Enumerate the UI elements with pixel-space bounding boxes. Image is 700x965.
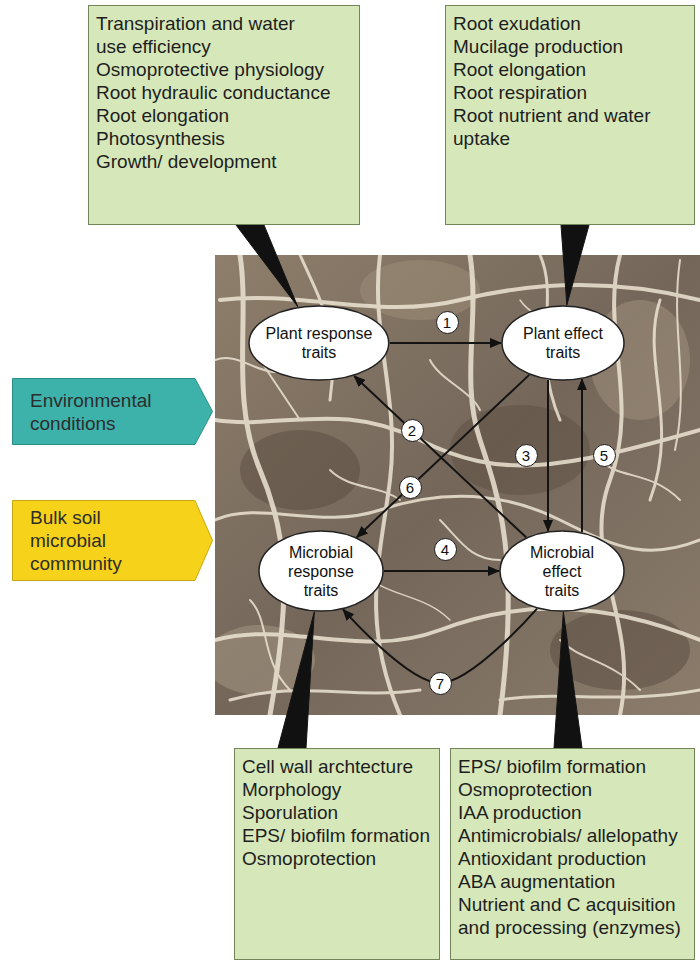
root-strand bbox=[430, 360, 480, 410]
callout-wedge bbox=[278, 612, 314, 748]
trait-item: Osmoprotective physiology bbox=[96, 58, 353, 81]
trait-item: Root elongation bbox=[453, 58, 688, 81]
trait-item: Transpiration and water use efficiency bbox=[96, 12, 311, 58]
trait-item: Root respiration bbox=[453, 81, 688, 104]
trait-item: ABA augmentation bbox=[458, 870, 688, 893]
trait-item: Nutrient and C acquisition and processin… bbox=[458, 893, 688, 939]
trait-item: Morphology bbox=[242, 778, 433, 801]
trait-item: Osmoprotection bbox=[242, 847, 433, 870]
callout-wedge bbox=[554, 612, 582, 748]
root-strand bbox=[230, 690, 420, 700]
root-strand bbox=[330, 470, 400, 500]
trait-item: IAA production bbox=[458, 801, 688, 824]
root-strand bbox=[600, 460, 680, 500]
trait-item: Growth/ development bbox=[96, 150, 353, 173]
arrow-shape bbox=[13, 379, 213, 445]
callout-number: 1 bbox=[436, 311, 459, 334]
trait-item: Root hydraulic conductance bbox=[96, 81, 353, 104]
arrow-connector bbox=[354, 376, 526, 537]
trait-ellipse: Microbial response traits bbox=[258, 530, 384, 612]
ellipse-outline bbox=[501, 305, 625, 381]
node-label: Plant response traits bbox=[261, 324, 376, 362]
root-strand bbox=[650, 300, 662, 500]
arrow-connector bbox=[384, 570, 499, 572]
callout-number: 3 bbox=[515, 444, 538, 467]
callout-number: 2 bbox=[401, 419, 424, 442]
ellipse-shape bbox=[249, 306, 389, 380]
callout-number: 7 bbox=[429, 672, 452, 695]
root-strand bbox=[215, 609, 700, 642]
callout-wedge bbox=[236, 225, 298, 307]
node-label: Plant effect traits bbox=[506, 324, 621, 362]
trait-item: Root elongation bbox=[96, 104, 353, 127]
soil-blotch bbox=[450, 405, 590, 495]
node-label: Bulk soil microbial community bbox=[30, 506, 170, 575]
callout-number: 4 bbox=[434, 538, 457, 561]
trait-item: Osmoprotection bbox=[458, 778, 688, 801]
trait-item: Mucilage production bbox=[453, 35, 688, 58]
trait-list-box: Transpiration and water use efficiencyOs… bbox=[88, 5, 360, 225]
trait-list-box: Root exudationMucilage productionRoot el… bbox=[445, 5, 695, 225]
callout-wedge bbox=[561, 225, 589, 305]
node-label: Microbial response traits bbox=[285, 543, 357, 600]
node-label: Microbial effect traits bbox=[526, 543, 598, 600]
trait-ellipse: Microbial effect traits bbox=[499, 530, 625, 612]
input-arrow: Environmental conditions bbox=[12, 378, 213, 445]
trait-item: Cell wall archtecture bbox=[242, 755, 433, 778]
root-strand bbox=[675, 260, 681, 450]
trait-item: Sporulation bbox=[242, 801, 433, 824]
arrow-shape bbox=[13, 501, 213, 581]
trait-item: Photosynthesis bbox=[96, 127, 353, 150]
trait-item: EPS/ biofilm formation bbox=[242, 824, 433, 847]
trait-list-box: Cell wall archtectureMorphologySporulati… bbox=[234, 748, 440, 960]
root-strand bbox=[500, 690, 700, 700]
trait-list-box: EPS/ biofilm formationOsmoprotectionIAA … bbox=[450, 748, 695, 960]
trait-item: EPS/ biofilm formation bbox=[458, 755, 688, 778]
root-strands bbox=[215, 255, 700, 715]
input-arrow: Bulk soil microbial community bbox=[12, 500, 213, 581]
arrow-connector bbox=[581, 379, 583, 532]
trait-item: Root nutrient and water uptake bbox=[453, 104, 688, 150]
ellipse-shape bbox=[500, 531, 624, 611]
trait-item: Root exudation bbox=[453, 12, 688, 35]
trait-item: Antioxidant production bbox=[458, 847, 688, 870]
ellipse-shape bbox=[259, 531, 383, 611]
arrow-connector bbox=[390, 342, 501, 344]
root-strand bbox=[250, 600, 290, 690]
arrow-connector bbox=[547, 380, 549, 531]
photo-content bbox=[215, 255, 700, 715]
trait-ellipse: Plant effect traits bbox=[501, 305, 625, 381]
ellipse-shape bbox=[502, 306, 624, 380]
connectors bbox=[236, 225, 589, 748]
trait-item: Antimicrobials/ allelopathy bbox=[458, 824, 688, 847]
arrow-outline bbox=[12, 378, 213, 445]
callout-number: 5 bbox=[593, 444, 616, 467]
node-label: Environmental conditions bbox=[30, 389, 170, 435]
root-strand bbox=[470, 255, 508, 715]
callout-number: 6 bbox=[399, 476, 422, 499]
arrow-connector bbox=[357, 375, 529, 537]
trait-ellipse: Plant response traits bbox=[248, 305, 390, 381]
ellipse-outline bbox=[248, 305, 390, 381]
